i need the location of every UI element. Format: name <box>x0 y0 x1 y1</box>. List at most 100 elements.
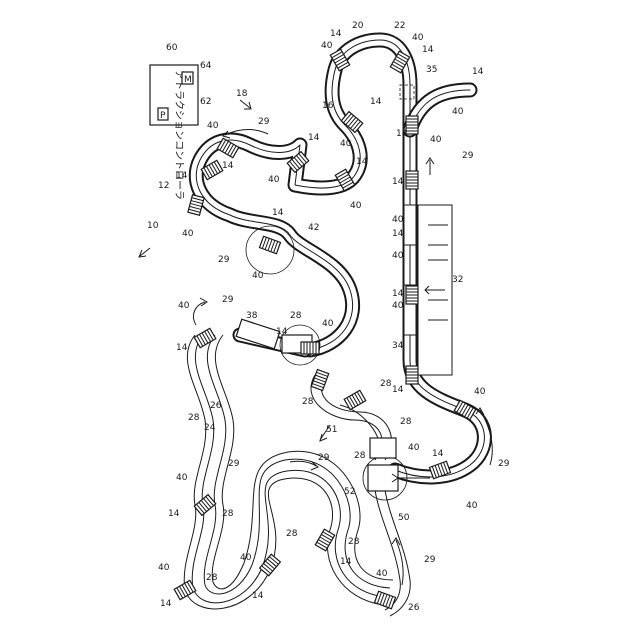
ref-40q: 40 <box>322 319 334 329</box>
ref-12: 12 <box>158 181 169 191</box>
ref-40d: 40 <box>252 271 264 281</box>
ref-20: 20 <box>352 21 364 31</box>
ref-40g: 40 <box>452 107 464 117</box>
ref-14e: 14 <box>330 29 342 39</box>
ref-52: 52 <box>344 487 355 497</box>
ref-29g: 29 <box>318 453 330 463</box>
station-car-1 <box>404 205 416 245</box>
ref-40f: 40 <box>412 33 424 43</box>
vehicle-18 <box>344 390 366 409</box>
vehicle-10 <box>406 171 418 189</box>
ref-29f: 29 <box>228 459 240 469</box>
ref-16: 16 <box>322 101 334 111</box>
memory-label: M <box>184 75 192 85</box>
vehicle-15 <box>259 236 280 253</box>
ref-14d: 14 <box>272 208 284 218</box>
ref-40s: 40 <box>176 473 188 483</box>
arrow-18 <box>240 100 250 108</box>
ref-28f: 28 <box>354 451 366 461</box>
ref-35: 35 <box>426 65 437 75</box>
ref-28a: 28 <box>290 311 302 321</box>
ref-34: 34 <box>392 341 404 351</box>
ref-40r: 40 <box>408 443 420 453</box>
ref-28j: 28 <box>206 573 218 583</box>
ref-29h: 29 <box>424 555 436 565</box>
ref-14p: 14 <box>176 343 188 353</box>
processor-label: P <box>160 111 166 121</box>
ref-29b: 29 <box>218 255 230 265</box>
ref-40k: 40 <box>392 215 404 225</box>
reference-numerals: 1012186064624029141440144029144240401420… <box>147 21 510 613</box>
ref-51: 51 <box>326 425 337 435</box>
ref-64: 64 <box>200 61 212 71</box>
ref-40a: 40 <box>207 121 219 131</box>
vehicle-17 <box>311 369 328 390</box>
ref-40m: 40 <box>392 301 404 311</box>
ref-14f: 14 <box>422 45 434 55</box>
ref-28e: 28 <box>188 413 200 423</box>
ref-18: 18 <box>236 89 248 99</box>
ref-29c: 29 <box>462 151 474 161</box>
vehicle-21 <box>260 554 281 576</box>
ref-40e: 40 <box>321 41 333 51</box>
ref-28g: 28 <box>222 509 234 519</box>
ref-14s: 14 <box>252 591 264 601</box>
arrow-29-bottom-head <box>392 538 400 545</box>
ref-40t: 40 <box>240 553 252 563</box>
ref-14b: 14 <box>176 171 188 181</box>
ref-14c: 14 <box>308 133 320 143</box>
ref-14t: 14 <box>340 557 352 567</box>
arrow-29-left <box>193 302 205 325</box>
switch-upper-block <box>370 438 396 458</box>
ref-26b: 26 <box>408 603 420 613</box>
switch-block-52 <box>368 465 398 491</box>
vehicle-22 <box>315 529 334 551</box>
vehicle-9 <box>406 116 418 134</box>
ref-14a: 14 <box>222 161 234 171</box>
ref-40v: 40 <box>158 563 170 573</box>
ref-14k: 14 <box>392 177 404 187</box>
ref-40j: 40 <box>430 135 442 145</box>
ref-10: 10 <box>147 221 159 231</box>
ref-14n: 14 <box>392 385 404 395</box>
ref-29d: 29 <box>498 459 510 469</box>
ref-28c: 28 <box>380 379 392 389</box>
vehicle-24 <box>374 591 395 608</box>
ref-40b: 40 <box>268 175 280 185</box>
ref-40h: 40 <box>340 139 352 149</box>
ref-28d: 28 <box>400 417 412 427</box>
ref-40i: 40 <box>350 201 362 211</box>
ref-28i: 28 <box>348 537 360 547</box>
ref-29e: 29 <box>222 295 234 305</box>
ref-14m: 14 <box>392 289 404 299</box>
ref-42: 42 <box>308 223 319 233</box>
ref-14g: 14 <box>472 67 484 77</box>
ref-50: 50 <box>398 513 410 523</box>
ref-14o: 14 <box>432 449 444 459</box>
ref-40u: 40 <box>376 569 388 579</box>
ref-22: 22 <box>394 21 405 31</box>
ref-14h: 14 <box>370 97 382 107</box>
ref-14j: 14 <box>396 129 408 139</box>
vehicle-20 <box>194 495 216 516</box>
vehicle-16 <box>301 342 319 354</box>
vehicle-12 <box>406 366 418 384</box>
ref-40n: 40 <box>474 387 486 397</box>
ref-14l: 14 <box>392 229 404 239</box>
ref-40o: 40 <box>466 501 478 511</box>
ref-28b: 28 <box>302 397 314 407</box>
vehicle-11 <box>406 286 418 304</box>
ref-14q: 14 <box>276 327 288 337</box>
vehicle-3 <box>188 195 204 215</box>
ref-40l: 40 <box>392 251 404 261</box>
ref-29a: 29 <box>258 117 270 127</box>
ref-26a: 26 <box>210 401 222 411</box>
ref-24: 24 <box>204 423 216 433</box>
ref-14i: 14 <box>356 157 368 167</box>
ref-14r: 14 <box>168 509 180 519</box>
ref-40p: 40 <box>178 301 190 311</box>
ref-60: 60 <box>166 43 178 53</box>
ref-40c: 40 <box>182 229 194 239</box>
